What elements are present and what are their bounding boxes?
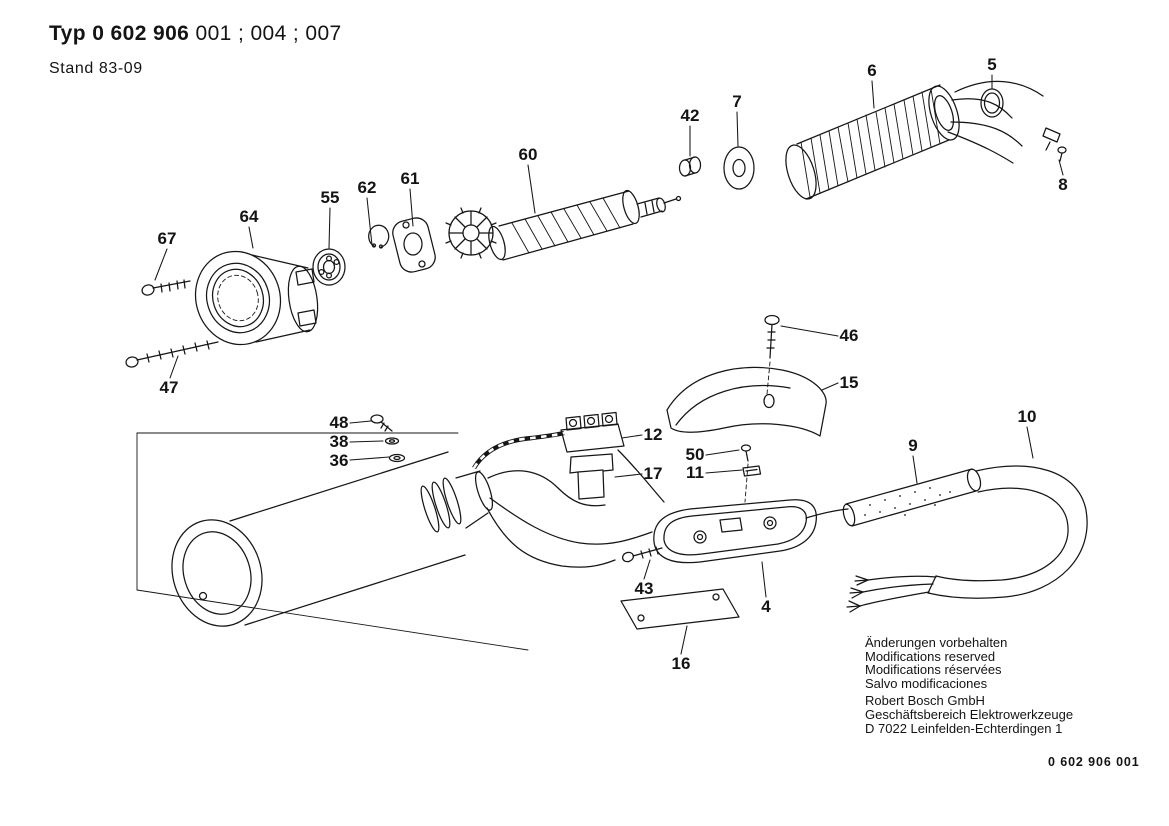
part-label-42: 42: [680, 106, 700, 125]
part-label-15: 15: [839, 373, 859, 392]
circlip-62: [368, 224, 390, 249]
part-label-16: 16: [671, 654, 691, 673]
upper-shell-15: [666, 366, 827, 437]
washer-7: [723, 146, 755, 190]
motor-housing: [171, 451, 494, 627]
company-division: Geschäftsbereich Elektrowerkzeuge: [865, 706, 1074, 722]
part-label-60: 60: [518, 145, 538, 164]
part-label-9: 9: [908, 436, 918, 455]
part-label-17: 17: [643, 464, 663, 483]
part-label-36: 36: [329, 451, 349, 470]
part-label-4: 4: [761, 597, 771, 616]
part-label-64: 64: [239, 207, 259, 226]
strain-relief-9: [842, 468, 982, 527]
screw-47: [125, 340, 219, 368]
note-line-en: Modifications reserved: [865, 648, 996, 664]
bearing-flange-61: [392, 217, 436, 273]
field-stator-6: [785, 80, 1044, 200]
type-variants: 001 ; 004 ; 007: [195, 22, 342, 45]
part-label-46: 46: [839, 326, 859, 345]
leader-lines: [154, 74, 1064, 655]
terminal-block-12: [560, 411, 625, 453]
document-number: 0 602 906 001: [1048, 755, 1140, 769]
part-label-11: 11: [686, 463, 704, 482]
washer-38: [384, 437, 400, 445]
bracket-17: [569, 453, 614, 500]
part-label-67: 67: [157, 229, 177, 248]
ball-bearing-55: [312, 248, 346, 286]
part-label-47: 47: [159, 378, 179, 397]
gear-housing-64: [194, 250, 319, 346]
screw-46: [764, 314, 780, 395]
ring-5: [980, 88, 1004, 118]
part-label-6: 6: [867, 61, 877, 80]
part-label-38: 38: [329, 432, 349, 451]
part-label-7: 7: [732, 92, 742, 111]
part-label-61: 61: [400, 169, 420, 188]
type-model: 0 602 906: [92, 22, 190, 45]
plate-16: [620, 588, 740, 630]
note-line-fr: Modifications réservées: [865, 662, 1002, 678]
cable-10: [846, 465, 1088, 613]
stand-line: Stand 83-09: [49, 60, 143, 77]
part-label-10: 10: [1017, 407, 1037, 426]
stipple: [864, 487, 951, 516]
sleeved-wire: [472, 430, 565, 470]
washer-36: [388, 453, 406, 463]
part-label-55: 55: [320, 188, 340, 207]
screw-67: [141, 279, 191, 296]
part-label-12: 12: [643, 425, 663, 444]
part-label-5: 5: [987, 55, 997, 74]
footer-text-block: Änderungen vorbehalten Modifications res…: [865, 636, 1073, 735]
spacer-42: [678, 156, 702, 177]
screw-43: [621, 546, 663, 563]
note-line-de: Änderungen vorbehalten: [865, 635, 1008, 650]
type-prefix: Typ: [49, 22, 86, 45]
company-name: Robert Bosch GmbH: [865, 693, 985, 709]
screw-48: [370, 414, 393, 432]
part-label-50: 50: [685, 445, 705, 464]
wiring: [486, 449, 665, 568]
type-title: Typ 0 602 906 001 ; 004 ; 007: [49, 22, 342, 46]
part-label-62: 62: [357, 178, 377, 197]
clamp-8: [1042, 127, 1067, 162]
armature-60: [445, 189, 682, 261]
part-label-43: 43: [634, 579, 654, 598]
screw-50: [740, 444, 752, 503]
lower-shell-4: [653, 499, 849, 564]
part-label-48: 48: [329, 413, 349, 432]
note-line-es: Salvo modificaciones: [865, 675, 988, 691]
clamp-11: [742, 465, 762, 477]
company-address: D 7022 Leinfelden-Echterdingen 1: [865, 720, 1063, 736]
part-label-8: 8: [1058, 175, 1068, 194]
